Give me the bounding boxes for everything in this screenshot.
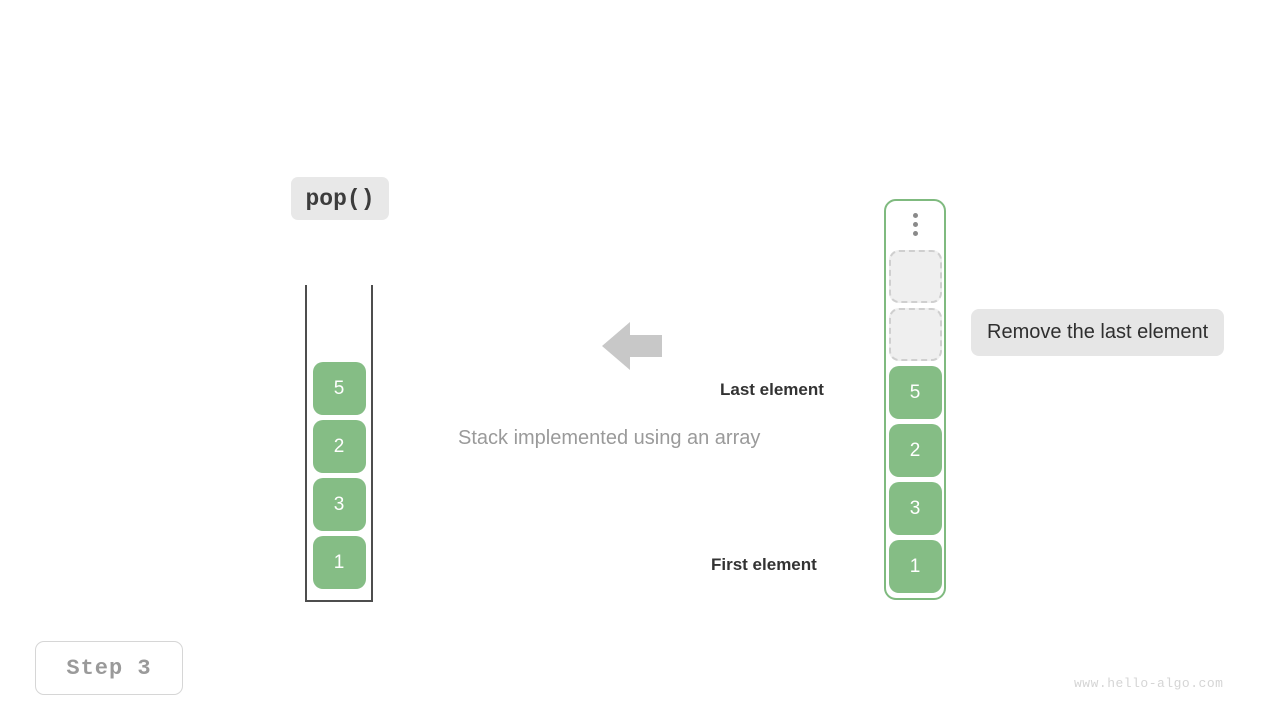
- stack-cell: 3: [888, 482, 942, 535]
- right-cell-list: 5 2 3 1: [888, 250, 942, 593]
- stack-cell-empty: [888, 250, 942, 303]
- operation-badge: pop(): [291, 177, 389, 220]
- stack-cell: 5: [888, 366, 942, 419]
- left-arrow-icon: [602, 320, 662, 372]
- stack-cell-empty: [888, 308, 942, 361]
- stack-cell: 1: [888, 540, 942, 593]
- diagram-caption: Stack implemented using an array: [458, 427, 761, 449]
- stack-cell: 3: [312, 478, 366, 531]
- right-array-container: 5 2 3 1: [884, 199, 946, 600]
- annotation-last-element: Last element: [720, 380, 824, 399]
- step-badge: Step 3: [35, 641, 183, 695]
- stack-cell: 5: [312, 362, 366, 415]
- watermark: www.hello-algo.com: [1074, 676, 1224, 691]
- stack-cell: 1: [312, 536, 366, 589]
- stack-cell: 2: [312, 420, 366, 473]
- stack-cell: 2: [888, 424, 942, 477]
- left-cell-list: 5 2 3 1: [307, 362, 371, 589]
- vertical-ellipsis-icon: [886, 213, 944, 236]
- left-array-container: 5 2 3 1: [305, 285, 373, 602]
- annotation-first-element: First element: [711, 555, 817, 574]
- note-badge: Remove the last element: [971, 309, 1225, 356]
